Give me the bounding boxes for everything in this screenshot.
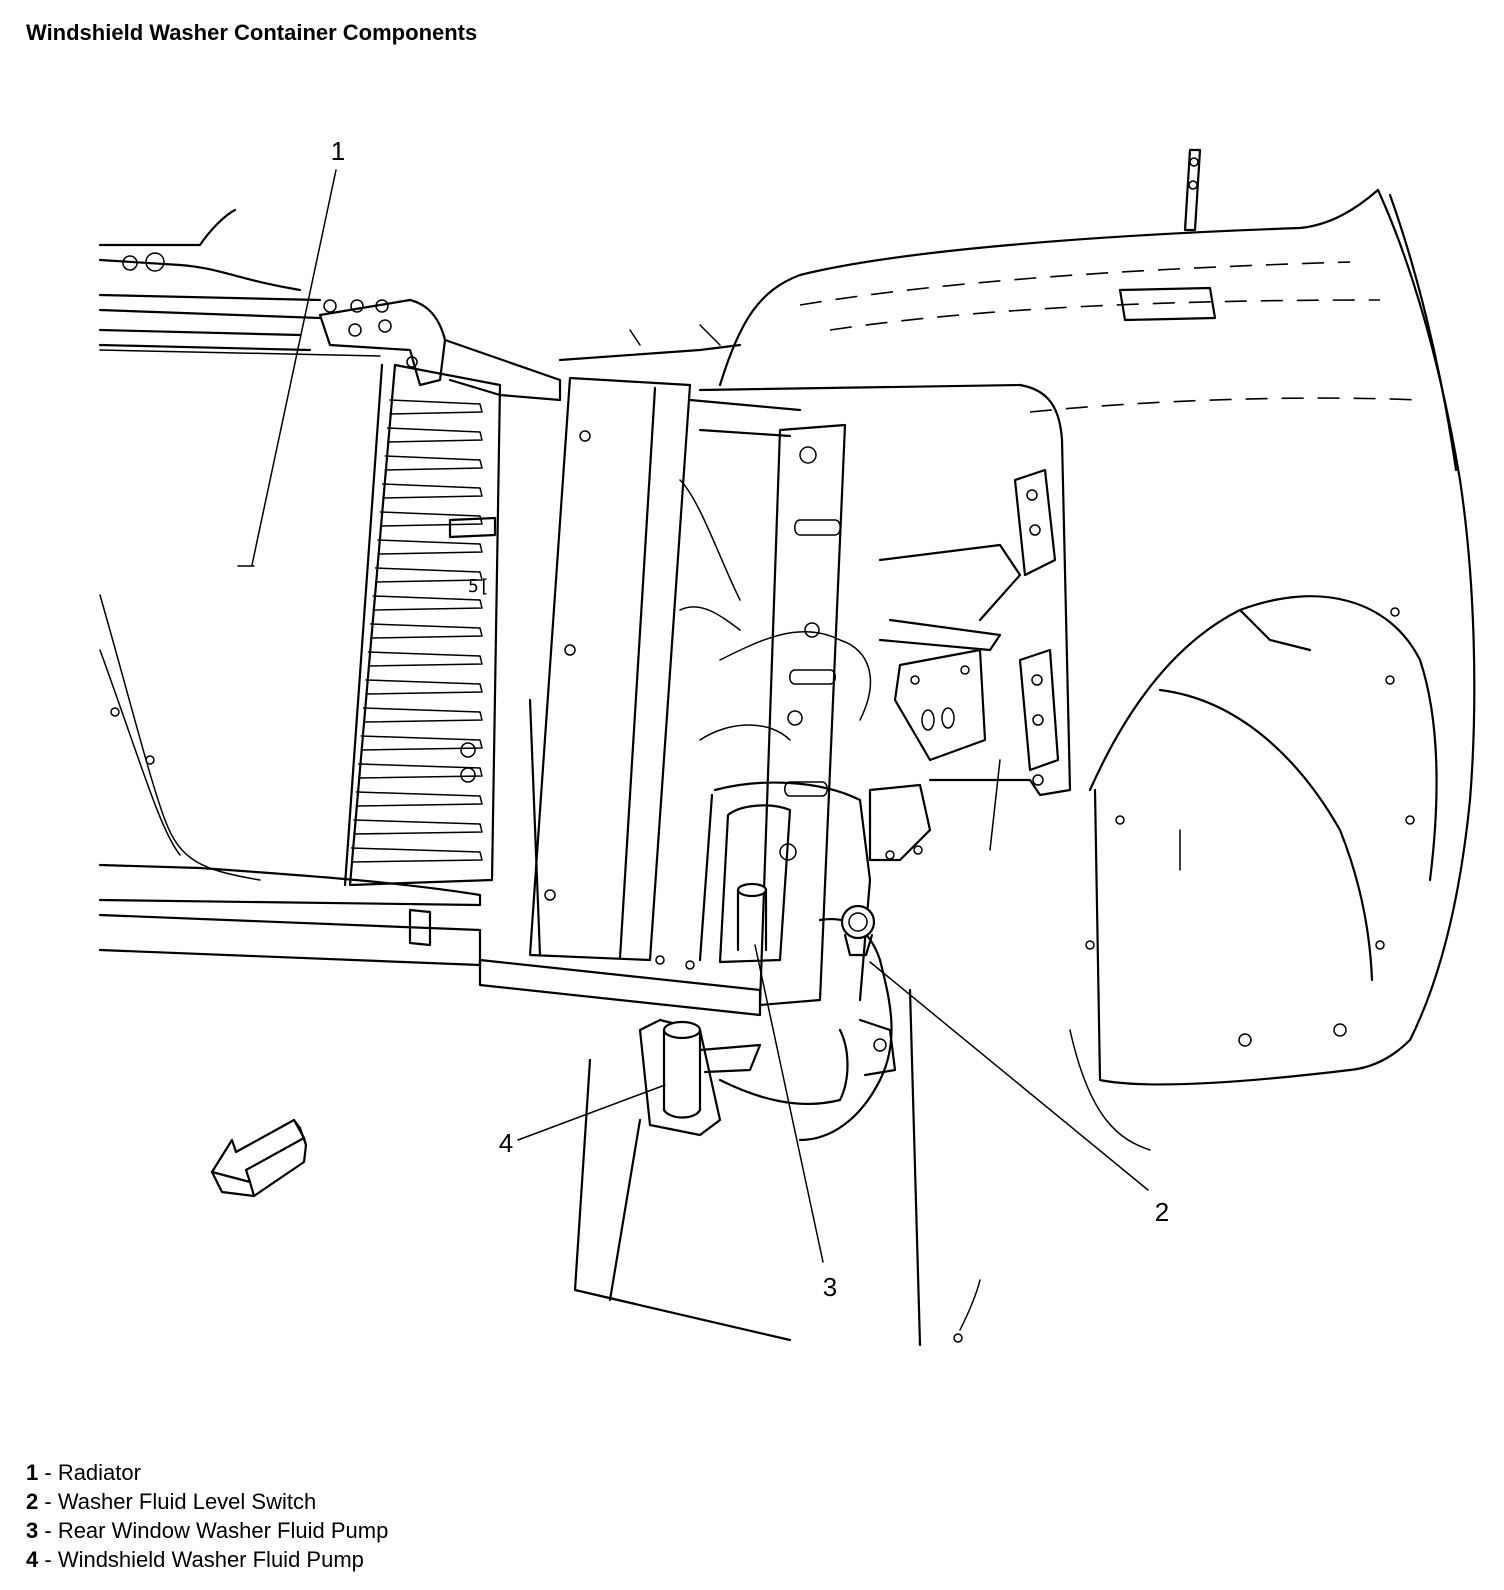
legend-item-1: 1 - Radiator — [26, 1460, 141, 1485]
lower-radiator-support — [98, 594, 762, 1017]
radiator-support-vertical — [528, 376, 692, 962]
radiator-fin — [367, 651, 483, 667]
legend: 1 - Radiator 2 - Washer Fluid Level Swit… — [26, 1458, 388, 1574]
radiator-fin — [374, 567, 483, 583]
radiator-fin — [372, 595, 483, 611]
radiator-fin — [355, 791, 483, 807]
radiator-fin — [386, 427, 483, 443]
legend-item-2: 2 - Washer Fluid Level Switch — [26, 1489, 317, 1514]
fender — [718, 188, 1476, 1151]
radiator-fin — [362, 707, 483, 723]
mounting-bracket — [758, 423, 847, 1007]
radiator-support-upper — [98, 208, 742, 402]
headlamp-bracket — [679, 398, 1022, 862]
page-title: Windshield Washer Container Components — [26, 20, 478, 45]
radiator-fin — [358, 763, 483, 779]
radiator-fin — [360, 735, 483, 751]
radiator-fin — [365, 679, 483, 695]
callout-2: 2 — [1155, 1197, 1169, 1227]
hood-hinge-stud — [1183, 148, 1202, 232]
callout-3: 3 — [823, 1272, 837, 1302]
radiator: 5[ — [343, 363, 502, 887]
legend-item-3: 3 - Rear Window Washer Fluid Pump — [26, 1518, 389, 1543]
callout-4: 4 — [499, 1128, 513, 1158]
leader-lines — [237, 169, 1149, 1263]
radiator-marking: 5[ — [468, 576, 490, 597]
radiator-fin — [353, 819, 483, 835]
callout-1: 1 — [331, 136, 345, 166]
radiator-fin — [370, 623, 483, 639]
radiator-fin — [384, 455, 483, 471]
radiator-fin — [379, 511, 483, 527]
front-direction-arrow-icon — [210, 1118, 308, 1198]
radiator-fin — [389, 399, 483, 415]
washer-fluid-container — [573, 759, 1001, 1347]
radiator-fin — [350, 847, 483, 863]
radiator-fin — [377, 539, 483, 555]
inner-fender-panel — [698, 383, 1072, 797]
radiator-fin — [382, 483, 483, 499]
legend-item-4: 4 - Windshield Washer Fluid Pump — [26, 1547, 364, 1572]
